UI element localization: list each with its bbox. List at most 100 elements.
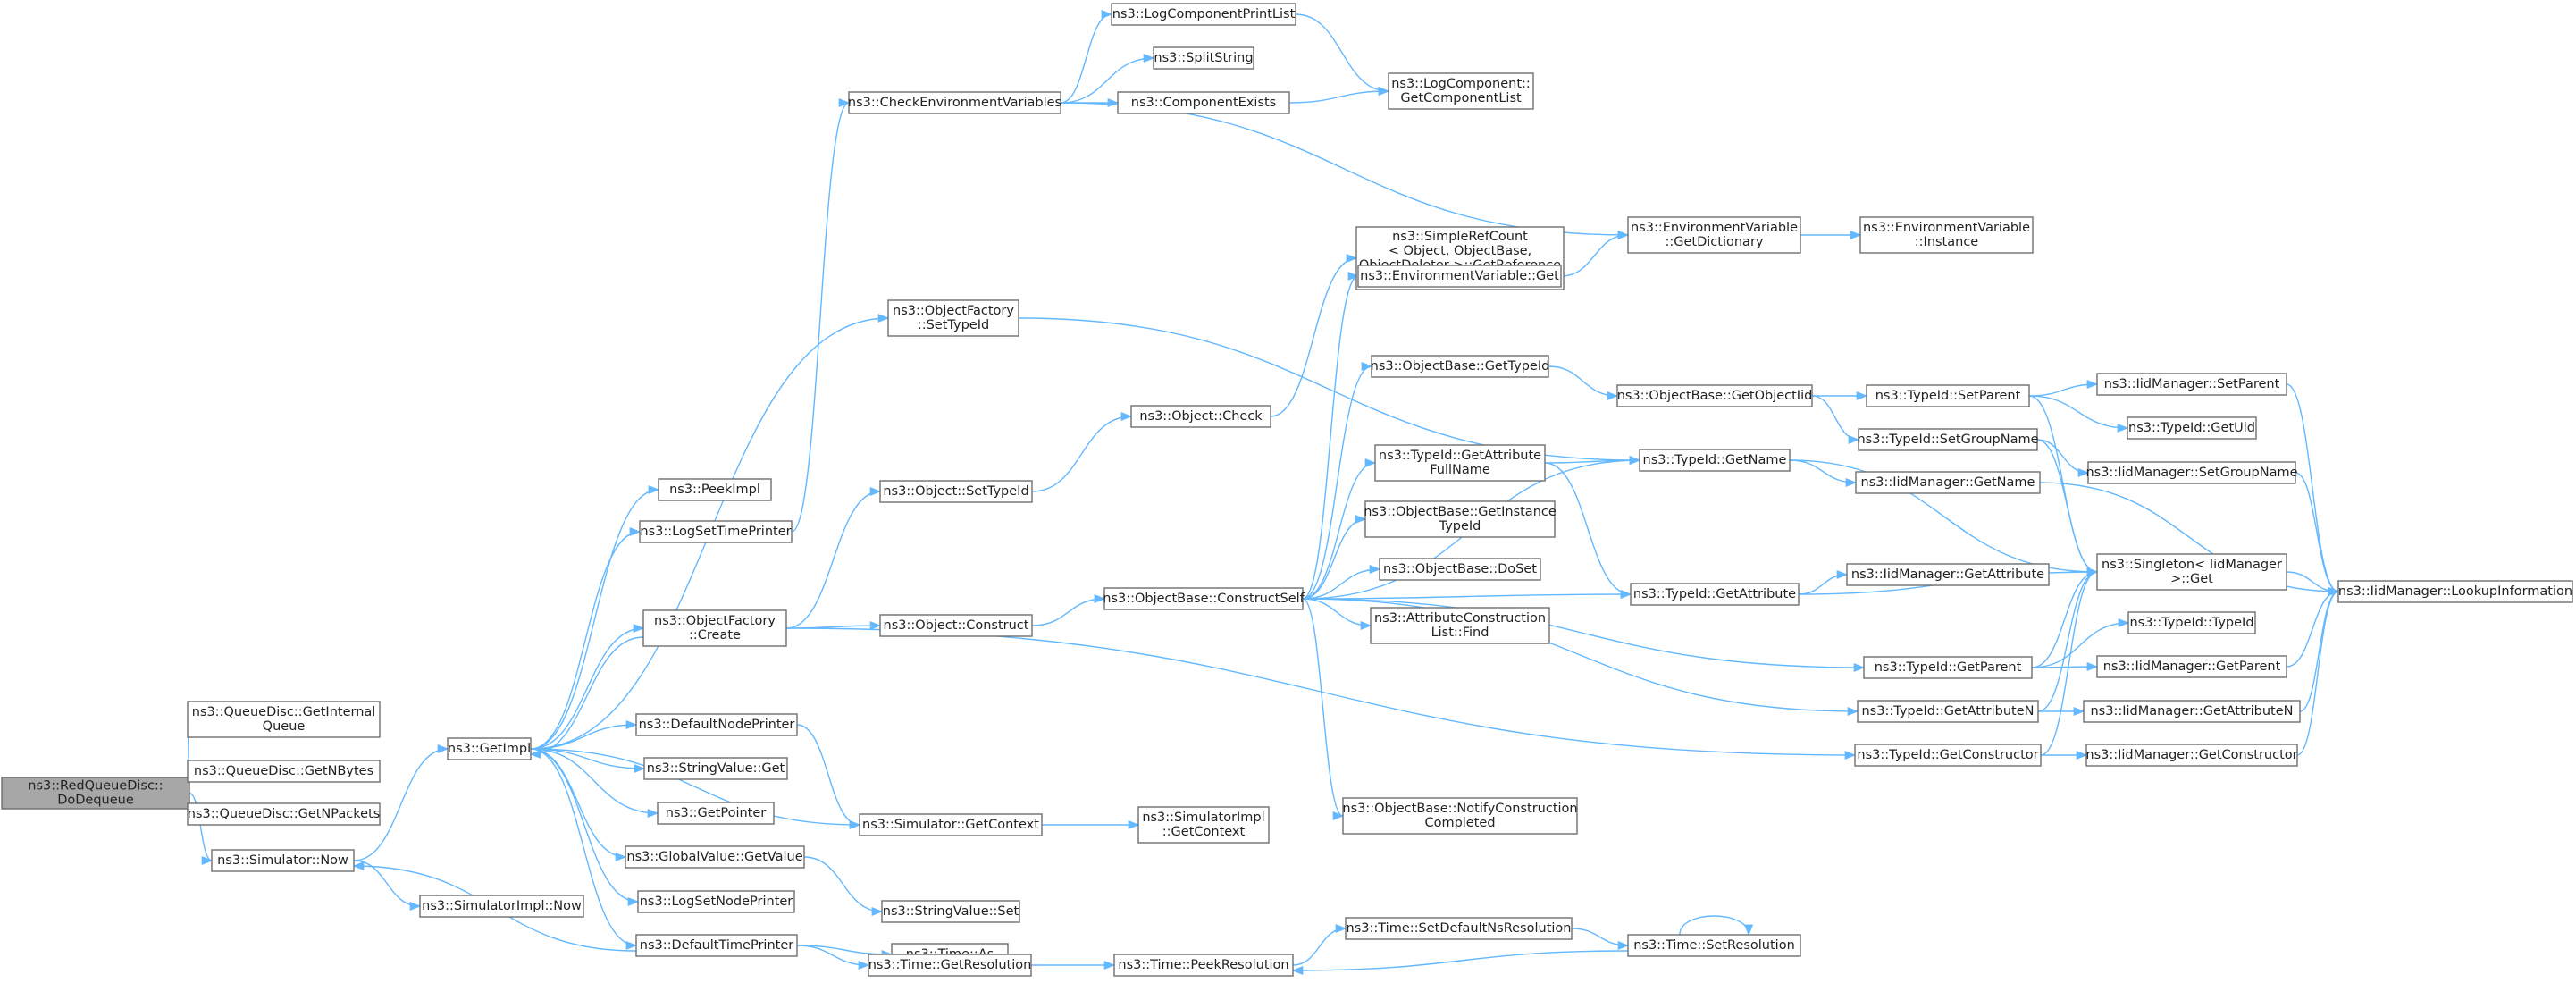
node-box [2085, 744, 2298, 767]
function-node-time-setres[interactable]: ns3::Time::SetResolution [1627, 934, 1801, 957]
function-node-simimpl-now[interactable]: ns3::SimulatorImpl::Now [419, 895, 584, 918]
node-box [1374, 444, 1546, 482]
function-node-of-create[interactable]: ns3::ObjectFactory::Create [642, 609, 787, 647]
function-node-iid-getattrn[interactable]: ns3::IidManager::GetAttributeN [2083, 700, 2301, 723]
call-edge-getimpl-to-of_create [530, 623, 645, 750]
function-node-time-getres[interactable]: ns3::Time::GetResolution [868, 954, 1032, 977]
function-node-ob-notify[interactable]: ns3::ObjectBase::NotifyConstructionCompl… [1342, 797, 1578, 835]
function-node-time-peekres[interactable]: ns3::Time::PeekResolution [1113, 954, 1294, 977]
node-label-line: ns3::ObjectFactory [654, 614, 776, 628]
function-node-ob-gettid[interactable]: ns3::ObjectBase::GetTypeId [1371, 355, 1550, 378]
function-node-qd-nb[interactable]: ns3::QueueDisc::GetNBytes [187, 760, 381, 783]
function-node-sv-get[interactable]: ns3::StringValue::Get [643, 757, 788, 780]
node-box [1370, 607, 1550, 644]
function-node-compexists[interactable]: ns3::ComponentExists [1117, 91, 1290, 114]
node-box [848, 91, 1061, 114]
function-node-iid-setparent[interactable]: ns3::IidManager::SetParent [2096, 373, 2287, 396]
function-node-tid-setgroup[interactable]: ns3::TypeId::SetGroupName [1857, 428, 2039, 451]
function-node-qd-np[interactable]: ns3::QueueDisc::GetNPackets [187, 802, 381, 826]
call-edge-tid_setparent-to-tid_getuid [2028, 395, 2129, 433]
function-node-tid-getctor[interactable]: ns3::TypeId::GetConstructor [1854, 744, 2042, 767]
function-node-lc-getlist[interactable]: ns3::LogComponent::GetComponentList [1388, 72, 1534, 110]
function-node-getptr[interactable]: ns3::GetPointer [657, 802, 775, 825]
function-node-deftime[interactable]: ns3::DefaultTimePrinter [635, 934, 798, 957]
function-node-tid-getparent[interactable]: ns3::TypeId::GetParent [1863, 656, 2033, 679]
function-node-getimpl[interactable]: ns3::GetImpl [447, 737, 532, 760]
call-edge-deftime-to-time_getres [796, 945, 870, 970]
function-node-simimpl-ctx[interactable]: ns3::SimulatorImpl::GetContext [1137, 806, 1270, 844]
function-node-singleton[interactable]: ns3::Singleton< IidManager>::Get [2096, 553, 2287, 591]
function-node-ev-getdict[interactable]: ns3::EnvironmentVariable::GetDictionary [1627, 216, 1801, 254]
function-node-sv-set[interactable]: ns3::StringValue::Set [881, 900, 1020, 923]
node-label-line: GetComponentList [1400, 91, 1522, 105]
function-node-peekimpl[interactable]: ns3::PeekImpl [658, 478, 772, 501]
node-label-line: ns3::Time::SetDefaultNsResolution [1347, 921, 1572, 936]
function-node-logsetnp[interactable]: ns3::LogSetNodePrinter [637, 890, 795, 913]
call-edge-ob_constructself-to-ob_getinst [1302, 514, 1367, 600]
function-node-obj-check[interactable]: ns3::Object::Check [1130, 405, 1271, 428]
function-node-gv-getvalue[interactable]: ns3::GlobalValue::GetValue [625, 845, 805, 869]
call-edge-tid_getparent-to-iid_getparent [2031, 661, 2099, 672]
function-node-ev-instance[interactable]: ns3::EnvironmentVariable::Instance [1859, 216, 2034, 254]
function-node-logsettp[interactable]: ns3::LogSetTimePrinter [639, 520, 793, 543]
function-node-ev-get[interactable]: ns3::EnvironmentVariable::Get [1357, 265, 1562, 288]
function-node-ob-constructself[interactable]: ns3::ObjectBase::ConstructSelf [1103, 587, 1305, 610]
call-edge-getimpl-to-logsettp [530, 527, 642, 750]
function-node-splitstr[interactable]: ns3::SplitString [1153, 46, 1254, 70]
node-label-line: ns3::GetPointer [666, 806, 767, 820]
function-node-checkenv[interactable]: ns3::CheckEnvironmentVariables [848, 91, 1061, 114]
call-edge-ob_constructself-to-tid_getattr [1302, 589, 1632, 600]
function-node-root[interactable]: ns3::RedQueueDisc::DoDequeue [1, 777, 190, 810]
function-node-tid-getname[interactable]: ns3::TypeId::GetName [1639, 449, 1791, 472]
node-label-line: ::SetTypeId [918, 318, 989, 332]
function-node-iid-getattr[interactable]: ns3::IidManager::GetAttribute [1846, 563, 2050, 586]
node-label-line: ns3::TypeId::GetConstructor [1857, 748, 2038, 762]
call-edge-iid_setgroup-to-iid_lookup [2295, 472, 2340, 596]
node-label-line: ns3::LogComponent:: [1391, 77, 1531, 91]
function-node-sim-getctx[interactable]: ns3::Simulator::GetContext [859, 813, 1043, 836]
function-node-iid-getname[interactable]: ns3::IidManager::GetName [1855, 471, 2041, 494]
function-node-iid-setgroup[interactable]: ns3::IidManager::SetGroupName [2085, 461, 2298, 484]
function-node-ob-getobjtid[interactable]: ns3::ObjectBase::GetObjectIid [1616, 384, 1813, 407]
function-node-lcpl[interactable]: ns3::LogComponentPrintList [1111, 3, 1296, 26]
node-label-line: ns3::LogComponentPrintList [1112, 7, 1296, 21]
node-label-line: ns3::SimpleRefCount [1392, 230, 1528, 244]
function-node-tid-getattrn[interactable]: ns3::TypeId::GetAttributeN [1857, 700, 2039, 723]
function-node-tid-getattr[interactable]: ns3::TypeId::GetAttribute [1630, 583, 1800, 606]
node-label-line: ns3::ObjectBase::ConstructSelf [1103, 592, 1305, 606]
node-label-line: ns3::TypeId::SetGroupName [1857, 433, 2038, 447]
node-box [187, 701, 381, 738]
node-label-line: ns3::Object::SetTypeId [883, 484, 1028, 499]
function-node-time-setdefns[interactable]: ns3::Time::SetDefaultNsResolution [1345, 917, 1573, 940]
node-label-line: ns3::IidManager::GetParent [2103, 660, 2281, 674]
function-node-iid-lookup[interactable]: ns3::IidManager::LookupInformation [2337, 580, 2573, 603]
node-box [1117, 91, 1290, 114]
node-box [1357, 265, 1562, 288]
call-edge-time_setres-to-time_peekres [1291, 950, 1629, 976]
node-box [1364, 500, 1556, 538]
function-node-tid-setparent[interactable]: ns3::TypeId::SetParent [1866, 384, 2030, 407]
function-node-of-settid[interactable]: ns3::ObjectFactory::SetTypeId [887, 299, 1019, 337]
node-label-line: ns3::IidManager::GetConstructor [2085, 748, 2297, 762]
node-box [881, 900, 1020, 923]
node-box [1113, 954, 1294, 977]
node-box [1130, 405, 1271, 428]
function-node-defnode[interactable]: ns3::DefaultNodePrinter [635, 713, 798, 736]
node-box [2337, 580, 2573, 603]
function-node-sim-now[interactable]: ns3::Simulator::Now [211, 849, 355, 872]
node-label-line: ns3::ObjectBase::NotifyConstruction [1342, 802, 1577, 816]
node-box [1846, 563, 2050, 586]
call-edge-sim_now-to-getimpl [353, 744, 449, 861]
function-node-iid-getctor[interactable]: ns3::IidManager::GetConstructor [2085, 744, 2298, 767]
function-node-iid-getparent[interactable]: ns3::IidManager::GetParent [2096, 655, 2287, 678]
function-node-tid-typeid[interactable]: ns3::TypeId::TypeId [2127, 611, 2256, 634]
function-node-ob-doset[interactable]: ns3::ObjectBase::DoSet [1379, 558, 1541, 581]
function-node-tid-getuid[interactable]: ns3::TypeId::GetUid [2127, 416, 2257, 440]
node-label-line: ns3::ObjectBase::GetObjectIid [1617, 389, 1813, 403]
function-node-obj-construct[interactable]: ns3::Object::Construct [879, 614, 1033, 637]
function-node-obj-settid[interactable]: ns3::Object::SetTypeId [879, 480, 1033, 503]
